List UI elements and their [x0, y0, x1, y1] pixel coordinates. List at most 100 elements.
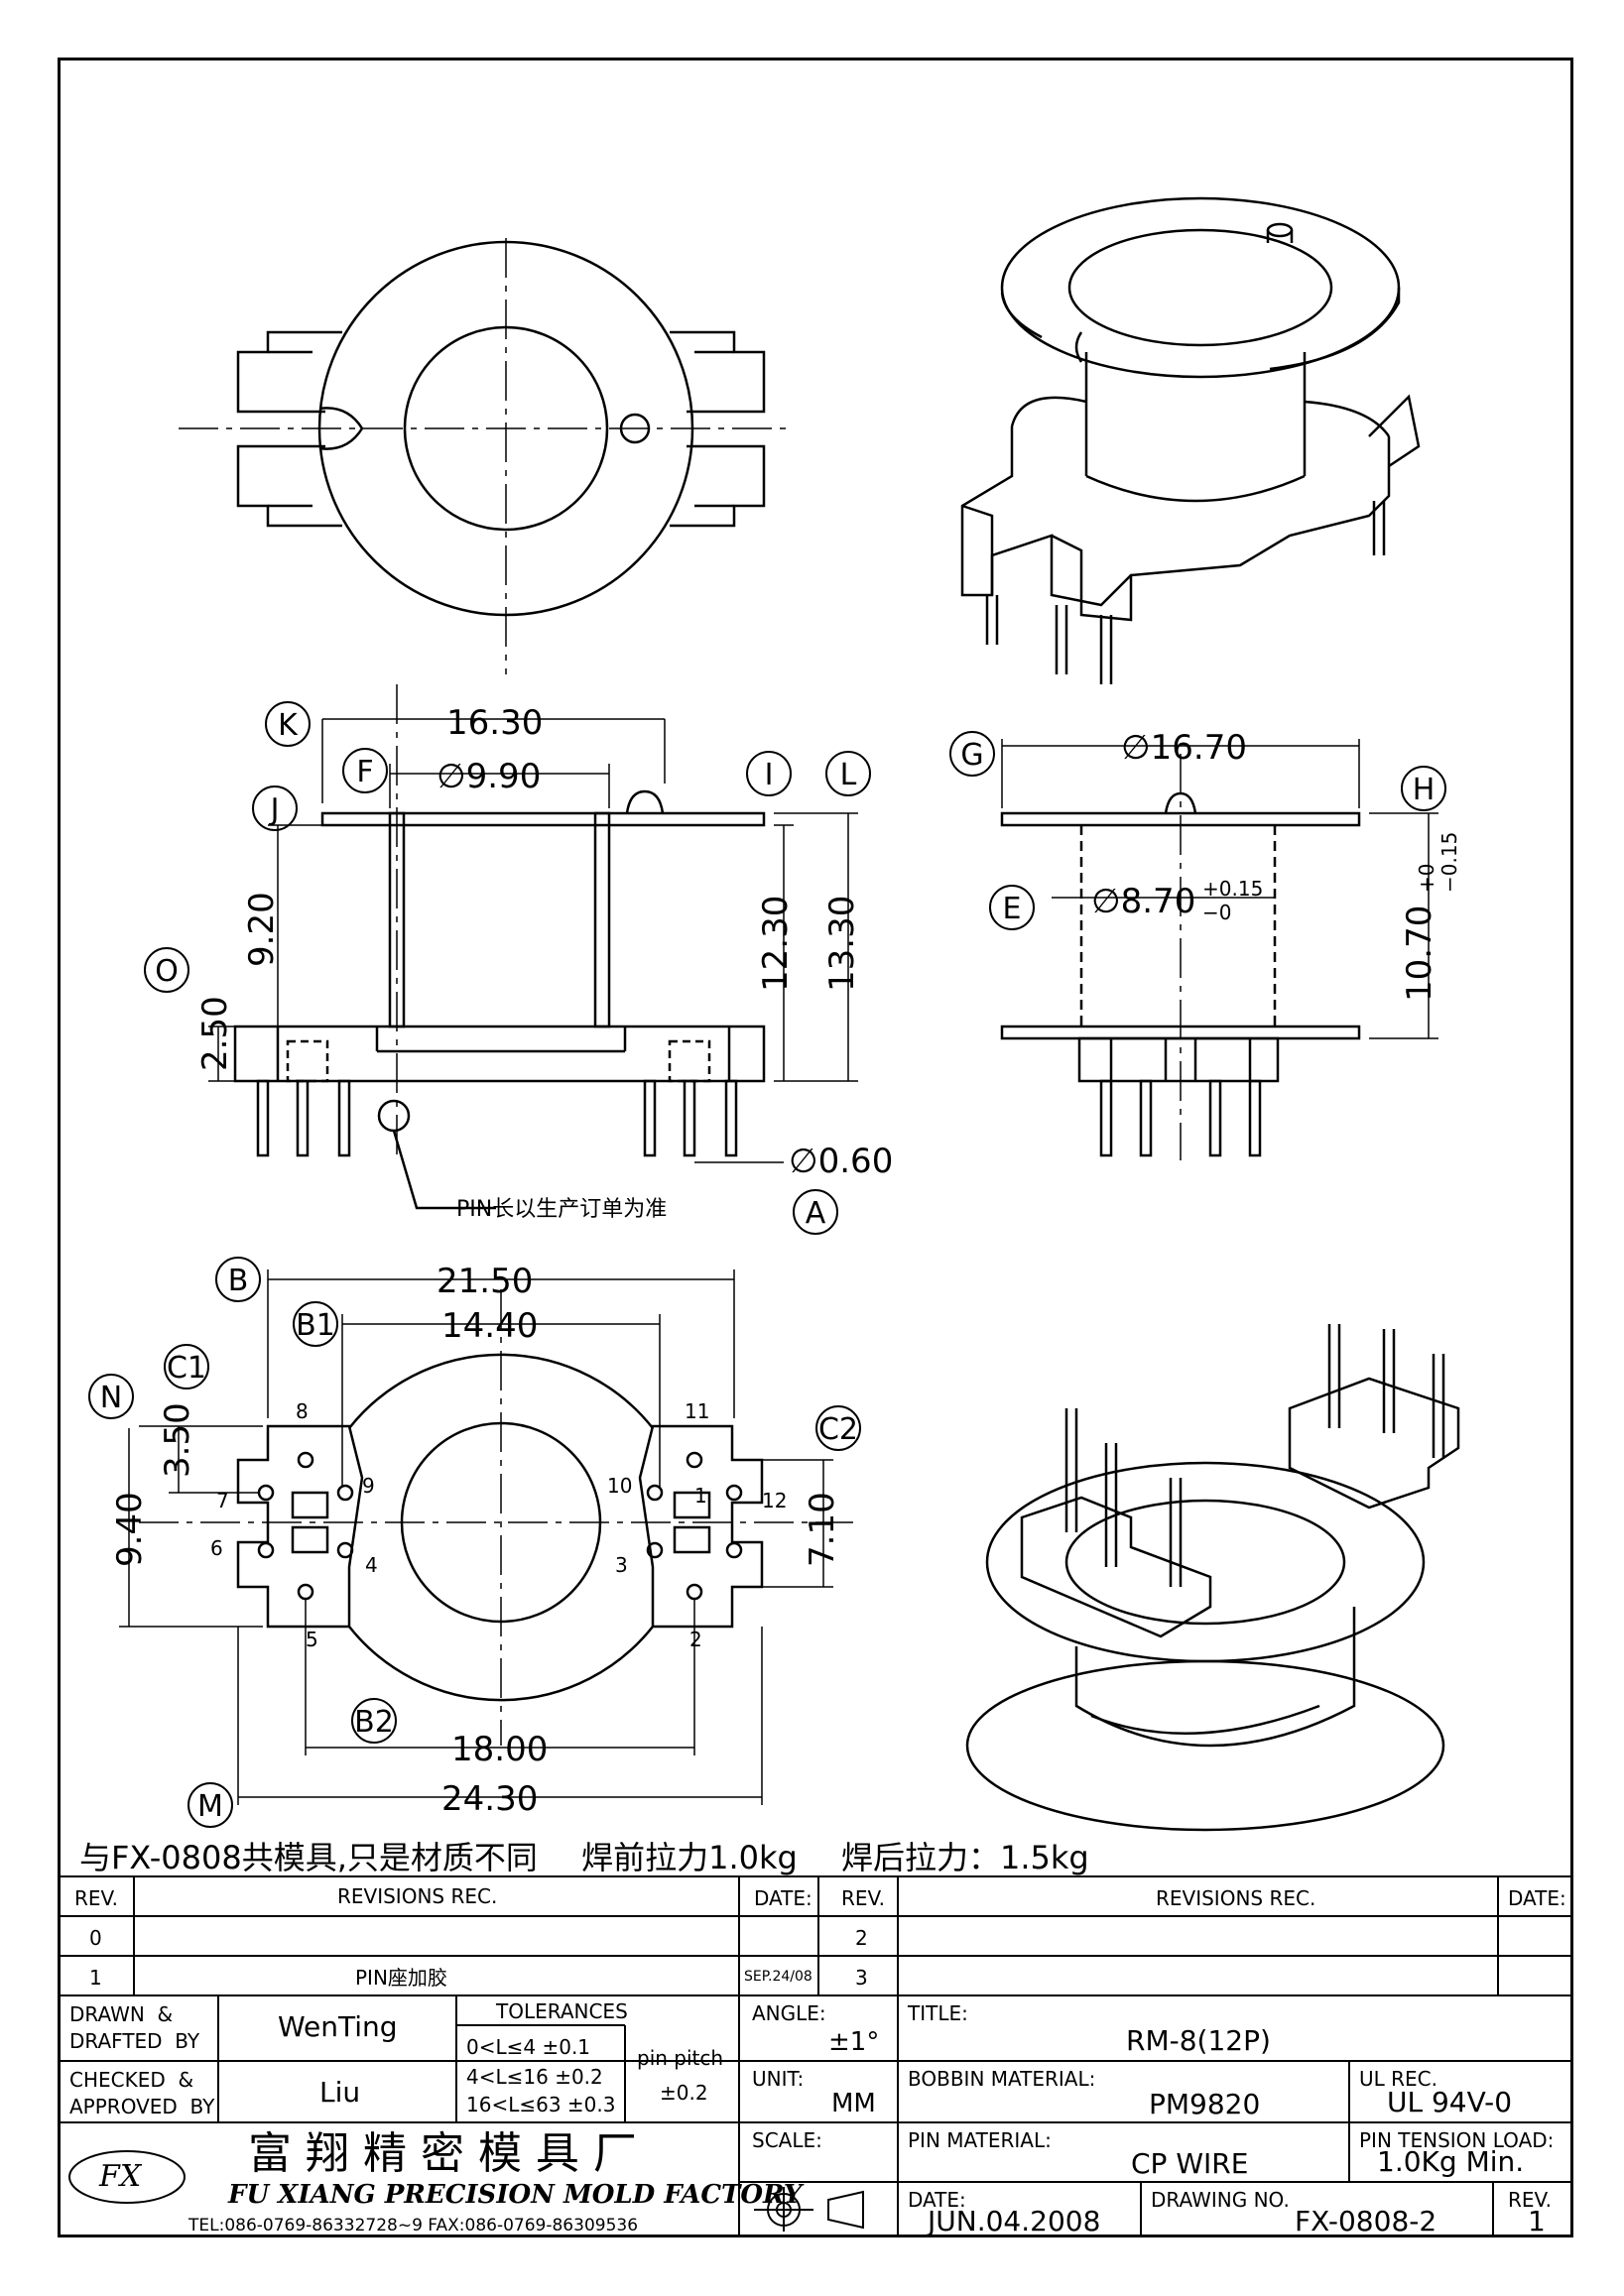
pin-pitch-value: ±0.2 [660, 2081, 708, 2105]
tol-2: 4<L≤16 ±0.2 [466, 2065, 603, 2089]
dim-pin-dia: ∅0.60 [789, 1142, 893, 1181]
rev-value: 1 [1528, 2205, 1546, 2237]
tolerances-label: TOLERANCES [496, 1999, 628, 2023]
rev-label: REV. [1508, 2188, 1552, 2212]
checked-label: CHECKED & APPROVED BY [69, 2068, 215, 2118]
balloon-h: H [1413, 773, 1436, 807]
pin-3: 3 [615, 1553, 628, 1577]
pull-after-note: 焊后拉力：1.5kg [841, 1839, 1089, 1876]
balloons [88, 701, 1446, 1828]
dim-l: 13.30 [822, 896, 862, 992]
pin-material-value: CP WIRE [1131, 2147, 1249, 2180]
balloon-c1: C1 [167, 1351, 206, 1386]
title-value: RM-8(12P) [1126, 2024, 1271, 2057]
balloon-j: J [269, 792, 280, 827]
rev-header: REV. [74, 1886, 118, 1910]
rev-header-right: REV. [841, 1886, 885, 1910]
dim-b: 21.50 [437, 1262, 533, 1301]
shared-mold-note: 与FX-0808共模具,只是材质不同 [79, 1839, 538, 1876]
rev-1-text: PIN座加胶 [355, 1966, 447, 1990]
bottom-view [119, 1269, 853, 1805]
logo-text: FX [99, 2159, 142, 2194]
revisions-header: REVISIONS REC. [337, 1884, 498, 1908]
balloon-l: L [840, 758, 857, 792]
dim-m: 24.30 [441, 1779, 538, 1819]
rev-0: 0 [89, 1926, 102, 1950]
dim-f: ∅9.90 [437, 757, 541, 796]
contact-info: TEL:086-0769-86332728~9 FAX:086-0769-863… [188, 2216, 639, 2236]
balloon-o: O [155, 954, 179, 989]
pin-7: 7 [216, 1489, 229, 1512]
ul-value: UL 94V-0 [1387, 2086, 1513, 2118]
tol-h-dn: −0.15 [1437, 832, 1461, 893]
pin-8: 8 [296, 1399, 309, 1423]
pin-11: 11 [685, 1399, 709, 1423]
dim-i: 12.30 [756, 896, 796, 992]
unit-value: MM [831, 2089, 876, 2118]
pull-before-note: 焊前拉力1.0kg [581, 1839, 798, 1876]
scale-label: SCALE: [752, 2128, 822, 2152]
pin-tension-value: 1.0Kg Min. [1377, 2145, 1525, 2178]
bobbin-value: PM9820 [1149, 2088, 1261, 2120]
balloon-m: M [197, 1789, 223, 1824]
drawing-frame [58, 58, 1573, 2237]
pin-2: 2 [689, 1628, 702, 1651]
checked-value: Liu [319, 2076, 361, 2109]
balloon-c2: C2 [818, 1412, 858, 1447]
balloon-a: A [806, 1196, 826, 1231]
balloon-k: K [278, 708, 299, 743]
dim-h: 10.70 [1400, 906, 1439, 1002]
dim-g: ∅16.70 [1121, 728, 1247, 768]
balloon-b: B [228, 1264, 249, 1298]
rev-3: 3 [855, 1966, 868, 1990]
drawn-value: WenTing [278, 2010, 398, 2043]
dim-b2: 18.00 [451, 1730, 548, 1769]
ul-label: UL REC. [1359, 2067, 1437, 2091]
balloon-e: E [1003, 892, 1022, 926]
front-side-view [208, 684, 858, 1210]
pin-4: 4 [365, 1553, 378, 1577]
dim-c2: 7.10 [803, 1492, 842, 1567]
bobbin-label: BOBBIN MATERIAL: [908, 2067, 1096, 2091]
revisions-header-right: REVISIONS REC. [1156, 1886, 1316, 1910]
dim-o: 2.50 [195, 996, 235, 1071]
date-header-right: DATE: [1508, 1886, 1566, 1910]
company-en: FU XIANG PRECISION MOLD FACTORY [228, 2180, 803, 2210]
balloon-i: I [765, 758, 774, 792]
pin-12: 12 [762, 1489, 787, 1512]
right-side-view [1000, 739, 1438, 1160]
dim-n: 9.40 [110, 1492, 150, 1567]
tol-1: 0<L≤4 ±0.1 [466, 2035, 591, 2059]
tol-3: 16<L≤63 ±0.3 [466, 2093, 616, 2116]
balloon-f: F [356, 755, 373, 789]
drawing-no-label: DRAWING NO. [1151, 2188, 1290, 2212]
dim-c1: 3.50 [158, 1402, 197, 1478]
balloon-b1: B1 [296, 1308, 335, 1343]
angle-value: ±1° [828, 2027, 880, 2057]
unit-label: UNIT: [752, 2067, 805, 2091]
date-header: DATE: [754, 1886, 812, 1910]
balloon-g: G [960, 738, 983, 773]
tol-h-up: +0 [1415, 864, 1438, 893]
title-label: TITLE: [908, 2001, 968, 2025]
company-cn: 富 翔 精 密 模 具 厂 [248, 2128, 637, 2179]
pin-tension-label: PIN TENSION LOAD: [1359, 2128, 1555, 2152]
iso-view-bottom [965, 1324, 1460, 1832]
top-view [179, 238, 794, 674]
rev-1: 1 [89, 1966, 102, 1990]
pin-5: 5 [306, 1628, 318, 1651]
date-label: DATE: [908, 2188, 966, 2212]
dim-e: ∅8.70 [1091, 882, 1195, 921]
rev-2: 2 [855, 1926, 868, 1950]
angle-label: ANGLE: [752, 2001, 826, 2025]
pin-9: 9 [362, 1474, 375, 1498]
tol-e-up: +0.15 [1202, 877, 1263, 901]
pin-10: 10 [607, 1474, 632, 1498]
date-value: JUN.04.2008 [928, 2205, 1101, 2237]
pin-pitch-label: pin pitch [637, 2046, 724, 2070]
dim-j: 9.20 [242, 892, 282, 967]
balloon-n: N [100, 1381, 122, 1415]
balloon-b2: B2 [354, 1705, 394, 1740]
tol-e-dn: −0 [1202, 901, 1231, 924]
